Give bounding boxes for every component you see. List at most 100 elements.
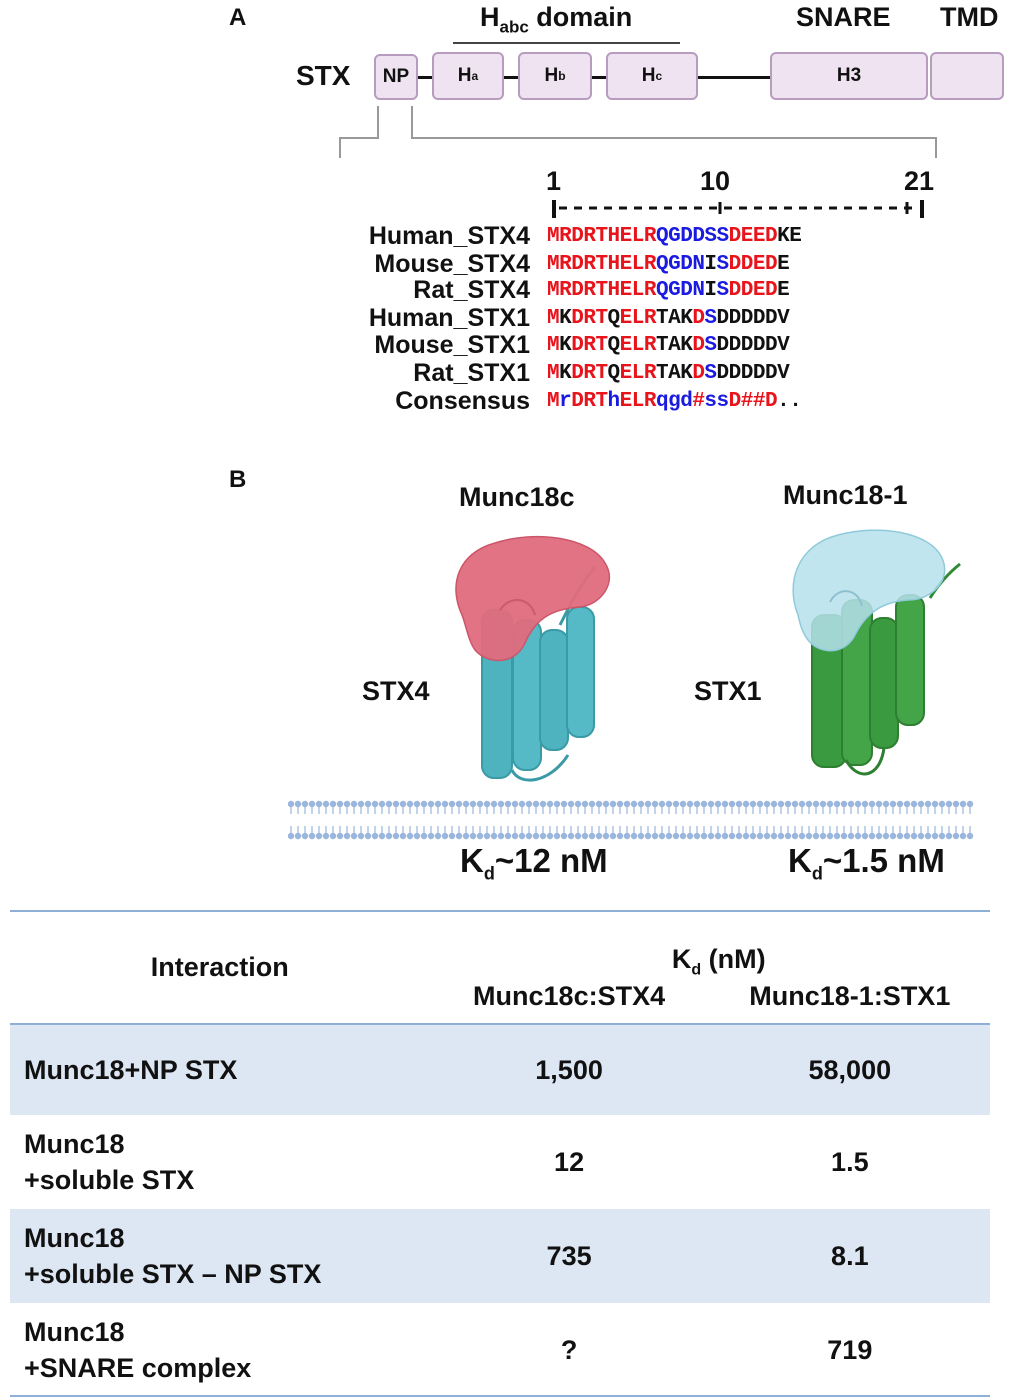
panel-a-label: A <box>229 4 247 31</box>
kd-header: Kd (nM) <box>429 911 990 980</box>
kd-header-rest: (nM) <box>701 943 766 974</box>
np-zoom-bracket <box>339 106 937 158</box>
stx4-helix-4 <box>566 606 595 738</box>
alignment-sequence: MRDRTHELRQGDDSSDEEDKE <box>547 225 802 248</box>
interaction-cell: Munc18+NP STX <box>10 1024 429 1116</box>
alignment-sequence: MKDRTQELRTAKDSDDDDDV <box>547 307 790 330</box>
alignment-sequence: MKDRTQELRTAKDSDDDDDV <box>547 362 790 385</box>
stx4-helix-3 <box>539 629 569 751</box>
kd-stx1-label: Kd~1.5 nM <box>788 842 945 885</box>
habc-domain-title: Habc domain <box>480 2 632 37</box>
ruler-end: 21 <box>904 166 935 196</box>
alignment-name: Mouse_STX4 <box>374 250 530 278</box>
kd-value-cell: 1.5 <box>831 1146 869 1177</box>
kd-right-rest: ~1.5 nM <box>822 842 945 879</box>
alignment-name: Human_STX4 <box>368 222 530 250</box>
linker-ha-hb <box>504 76 518 79</box>
habc-title-rest: domain <box>528 2 633 32</box>
alignment-name: Rat_STX4 <box>413 276 530 304</box>
ruler-start: 1 <box>546 166 562 196</box>
tmd-title: TMD <box>940 2 999 32</box>
alignment-name: Consensus <box>395 387 530 415</box>
stx4-munc18c-complex <box>455 535 611 782</box>
munc18-1-shape <box>792 529 946 652</box>
alignment-name: Mouse_STX1 <box>374 331 530 359</box>
h3-domain-box: H3 <box>770 52 928 100</box>
col-munc18-1-stx1: Munc18-1:STX1 <box>749 981 951 1011</box>
stx4-label: STX4 <box>362 676 430 706</box>
alignment-sequence: MRDRTHELRQGDNISDDEDE <box>547 253 790 276</box>
interaction-line-1: Munc18 <box>24 1128 125 1159</box>
kd-right-main: K <box>788 842 812 879</box>
interaction-line-2: +SNARE complex <box>24 1353 252 1383</box>
ha-domain-sub: a <box>471 69 479 83</box>
interaction-line-1: Munc18+NP STX <box>24 1054 238 1085</box>
interaction-cell: Munc18 +soluble STX <box>10 1116 429 1208</box>
linker-hc-h3 <box>698 76 770 79</box>
munc18-1-label: Munc18-1 <box>783 480 908 510</box>
kd-right-sub: d <box>811 863 823 884</box>
kd-table: Interaction Kd (nM) Munc18c:STX4 Munc18-… <box>10 910 990 1397</box>
munc18c-label: Munc18c <box>459 482 575 512</box>
lipid-bilayer-membrane <box>288 800 974 840</box>
panel-b-label: B <box>229 466 247 493</box>
alignment-name: Human_STX1 <box>368 304 530 332</box>
habc-title-sub: abc <box>499 17 529 37</box>
kd-left-main: K <box>460 842 484 879</box>
kd-stx4-label: Kd~12 nM <box>460 842 608 885</box>
kd-value-cell: 719 <box>827 1334 873 1365</box>
interaction-cell: Munc18 +soluble STX – NP STX <box>10 1208 429 1304</box>
kd-left-rest: ~12 nM <box>494 842 608 879</box>
kd-value-cell: ? <box>560 1334 578 1365</box>
alignment-name: Rat_STX1 <box>413 359 530 387</box>
kd-left-sub: d <box>483 863 495 884</box>
munc18c-shape <box>455 535 611 662</box>
alignment-sequence: MRDRTHELRQGDNISDDEDE <box>547 279 790 302</box>
habc-bracket-line <box>453 42 680 44</box>
alignment-sequence: MrDRThELRqgd#ssD##D.. <box>547 390 802 413</box>
kd-value-cell: 1,500 <box>535 1054 603 1085</box>
stx1-helix-4 <box>895 594 925 726</box>
tmd-domain-box <box>930 52 1004 100</box>
table-row: Munc18 +soluble STX – NP STX 735 8.1 <box>10 1208 990 1304</box>
hb-domain-label: H <box>544 65 559 86</box>
linker-hb-hc <box>592 76 606 79</box>
kd-header-sub: d <box>691 961 702 978</box>
np-domain-box: NP <box>374 54 418 100</box>
kd-value-cell: 8.1 <box>831 1240 869 1271</box>
alignment-sequence: MKDRTQELRTAKDSDDDDDV <box>547 334 790 357</box>
table-row: Munc18 +soluble STX 12 1.5 <box>10 1116 990 1208</box>
table-header-row-1: Interaction Kd (nM) <box>10 911 990 982</box>
table-header-row-2: Munc18c:STX4 Munc18-1:STX1 <box>10 980 990 1024</box>
interaction-cell: Munc18 +SNARE complex <box>10 1304 429 1396</box>
stx1-munc18-1-complex <box>792 529 961 776</box>
interaction-line-1: Munc18 <box>24 1222 125 1253</box>
hc-domain-sub: c <box>655 69 663 83</box>
stx1-label: STX1 <box>694 676 762 706</box>
stx-label: STX <box>296 60 351 91</box>
table-row: Munc18 +SNARE complex? 719 <box>10 1304 990 1396</box>
kd-value-cell: 12 <box>554 1146 585 1177</box>
interaction-line-2: +soluble STX <box>24 1165 195 1195</box>
interaction-line-2: +soluble STX – NP STX <box>24 1259 322 1289</box>
col-munc18c-stx4: Munc18c:STX4 <box>473 981 666 1011</box>
interaction-header: Interaction <box>150 952 289 982</box>
interaction-line-1: Munc18 <box>24 1316 125 1347</box>
kd-header-main: K <box>671 943 692 974</box>
ha-domain-label: H <box>457 65 472 86</box>
hc-domain-label: H <box>641 65 656 86</box>
stx1-helix-3 <box>869 617 899 749</box>
h3-domain-label: H3 <box>836 65 862 86</box>
linker-np-ha <box>418 76 432 79</box>
sequence-ruler <box>552 200 924 218</box>
kd-value-cell: 735 <box>546 1240 592 1271</box>
snare-title: SNARE <box>796 2 891 32</box>
np-domain-label: NP <box>382 66 410 87</box>
habc-title-main: H <box>480 2 500 32</box>
ruler-mid: 10 <box>700 166 731 196</box>
hb-domain-sub: b <box>558 69 566 83</box>
